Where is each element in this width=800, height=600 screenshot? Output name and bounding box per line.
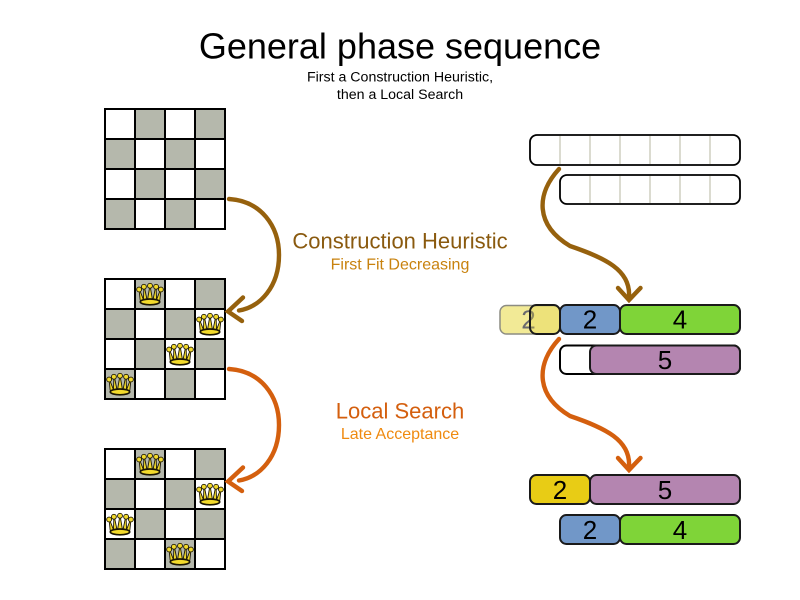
svg-text:2: 2 xyxy=(553,475,567,505)
svg-text:Local Search: Local Search xyxy=(336,399,464,424)
svg-text:First Fit Decreasing: First Fit Decreasing xyxy=(331,257,470,274)
svg-text:2: 2 xyxy=(521,304,535,334)
svg-text:2: 2 xyxy=(583,305,597,335)
svg-text:General phase sequence: General phase sequence xyxy=(199,26,601,67)
svg-text:Construction Heuristic: Construction Heuristic xyxy=(292,229,507,254)
svg-text:2: 2 xyxy=(583,515,597,545)
svg-text:5: 5 xyxy=(658,475,672,505)
svg-text:5: 5 xyxy=(658,345,672,375)
svg-text:First a Construction Heuristic: First a Construction Heuristic, xyxy=(307,70,493,86)
svg-text:Late Acceptance: Late Acceptance xyxy=(341,426,459,443)
svg-text:4: 4 xyxy=(673,515,687,545)
svg-text:then a Local Search: then a Local Search xyxy=(337,87,463,103)
svg-text:4: 4 xyxy=(673,305,687,335)
